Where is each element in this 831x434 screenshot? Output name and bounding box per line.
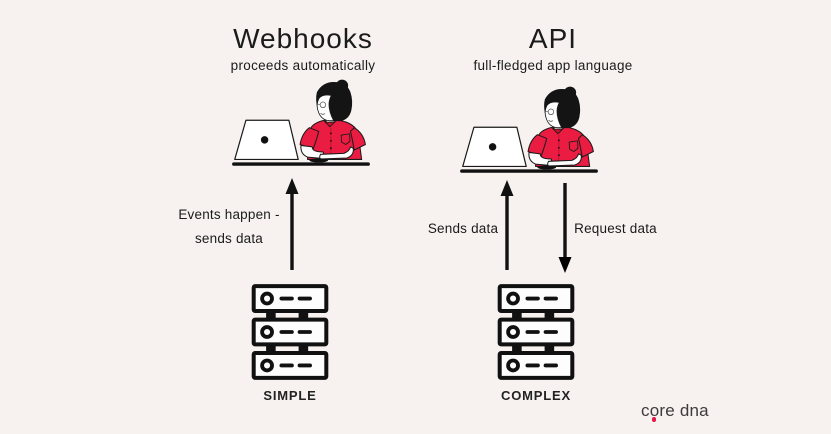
request-data-label: Request data	[574, 221, 657, 236]
logo-text-dna: dna	[679, 401, 709, 420]
down-arrow-icon	[558, 183, 572, 273]
api-subtitle: full-fledged app language	[473, 57, 633, 73]
webhooks-subtitle: proceeds automatically	[230, 57, 376, 73]
webhooks-arrow-label-line2: sends data	[194, 231, 264, 246]
up-arrow-icon	[500, 180, 514, 270]
sends-data-label: Sends data	[427, 221, 499, 236]
complex-caption: COMPLEX	[501, 388, 571, 403]
webhooks-arrow-label-line1: Events happen -	[178, 207, 280, 222]
server-stack-icon	[251, 284, 329, 380]
webhooks-header: Webhooks proceeds automatically	[163, 23, 443, 73]
simple-caption: SIMPLE	[263, 388, 317, 403]
logo-dot	[651, 417, 656, 422]
person-at-laptop-illustration	[460, 86, 598, 173]
up-arrow-icon	[285, 178, 299, 270]
person-at-laptop-illustration	[232, 79, 370, 166]
webhooks-title: Webhooks	[233, 23, 373, 54]
server-stack-icon	[497, 284, 575, 380]
api-header: API full-fledged app language	[413, 23, 693, 73]
logo-text-core: core	[641, 401, 675, 420]
api-title: API	[528, 23, 578, 54]
webhooks-arrow-label: Events happen - sends data	[154, 203, 304, 251]
